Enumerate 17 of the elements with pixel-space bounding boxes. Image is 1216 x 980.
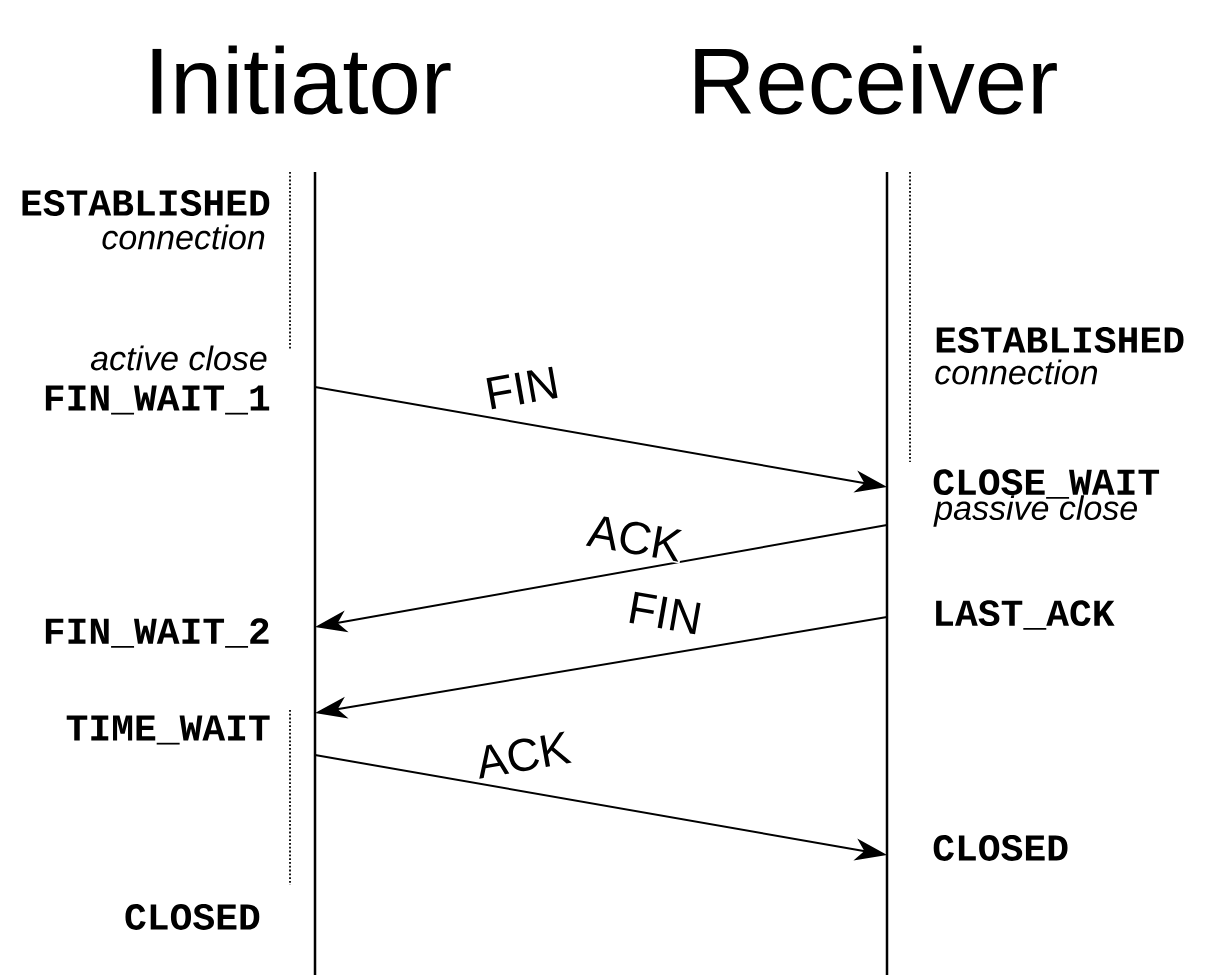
state-label: CLOSED [125, 904, 260, 930]
state-note: connection [102, 224, 265, 250]
edge-label: ACK [472, 729, 574, 781]
lifeline-heading: Initiator [152, 45, 451, 115]
state-label: LAST_ACK [936, 600, 1115, 630]
state-label: FIN_WAIT_2 [45, 618, 269, 648]
state-label: ESTABLISHED [22, 190, 270, 216]
state-label: CLOSED [933, 835, 1068, 861]
state-label: FIN_WAIT_1 [45, 385, 270, 415]
edge-label: ACK [584, 512, 686, 564]
state-label: TIME_WAIT [66, 715, 270, 745]
state-note: active close [90, 345, 267, 371]
edge-label: FIN [624, 589, 706, 637]
state-label: ESTABLISHED [936, 327, 1184, 353]
state-note: connection [935, 359, 1098, 385]
lifeline-heading: Receiver [695, 45, 1057, 115]
edge-label: FIN [481, 364, 563, 412]
